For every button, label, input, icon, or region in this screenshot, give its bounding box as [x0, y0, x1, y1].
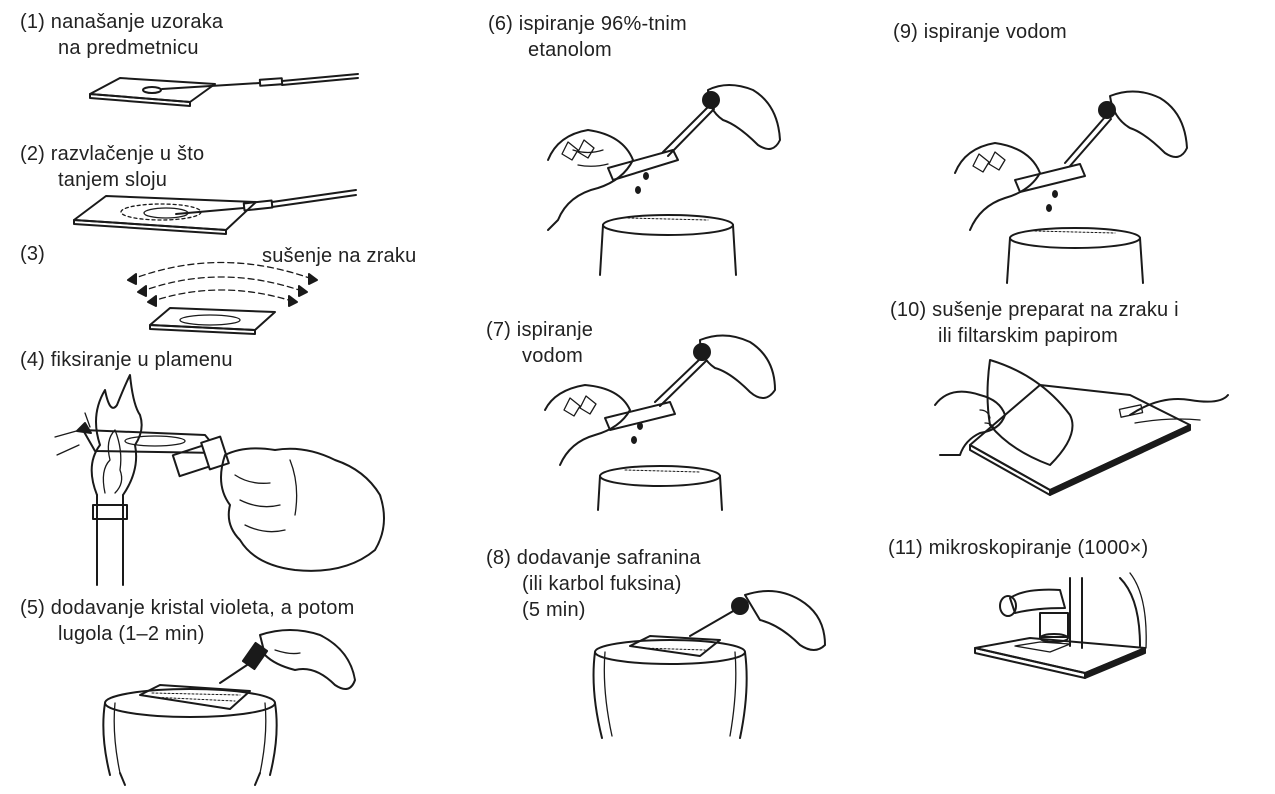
air-drying-illustration: [110, 250, 340, 340]
step-6-label-line1: (6) ispiranje 96%-tnim: [488, 12, 687, 36]
step-5-label-line1: (5) dodavanje kristal violeta, a potom: [20, 596, 354, 620]
step-1-label-line2: na predmetnicu: [58, 36, 199, 60]
water-wash-2-illustration: [935, 88, 1195, 283]
microscope-illustration: [970, 568, 1150, 683]
safranin-staining-illustration: [590, 590, 830, 750]
step-9-label: (9) ispiranje vodom: [893, 20, 1067, 44]
ethanol-wash-illustration: [528, 80, 788, 275]
water-wash-illustration: [530, 330, 780, 510]
step-11-label: (11) mikroskopiranje (1000×): [888, 536, 1148, 560]
step-4-label: (4) fiksiranje u plamenu: [20, 348, 233, 372]
step-10-label-line1: (10) sušenje preparat na zraku i: [890, 298, 1179, 322]
step-6-label-line2: etanolom: [528, 38, 612, 62]
step-1-label-line1: (1) nanašanje uzoraka: [20, 10, 223, 34]
slide-with-loop-illustration: [80, 60, 370, 120]
step-2-label-line1: (2) razvlačenje u što: [20, 142, 204, 166]
step-3-label-number: (3): [20, 242, 45, 266]
flame-fixing-illustration: [45, 375, 390, 585]
blotting-paper-illustration: [930, 355, 1230, 495]
step-8-label-line3: (5 min): [522, 598, 586, 622]
step-8-label-line1: (8) dodavanje safranina: [486, 546, 701, 570]
crystal-violet-staining-illustration: [100, 625, 370, 790]
step-10-label-line2: ili filtarskim papirom: [938, 324, 1118, 348]
slide-spreading-illustration: [66, 180, 366, 245]
